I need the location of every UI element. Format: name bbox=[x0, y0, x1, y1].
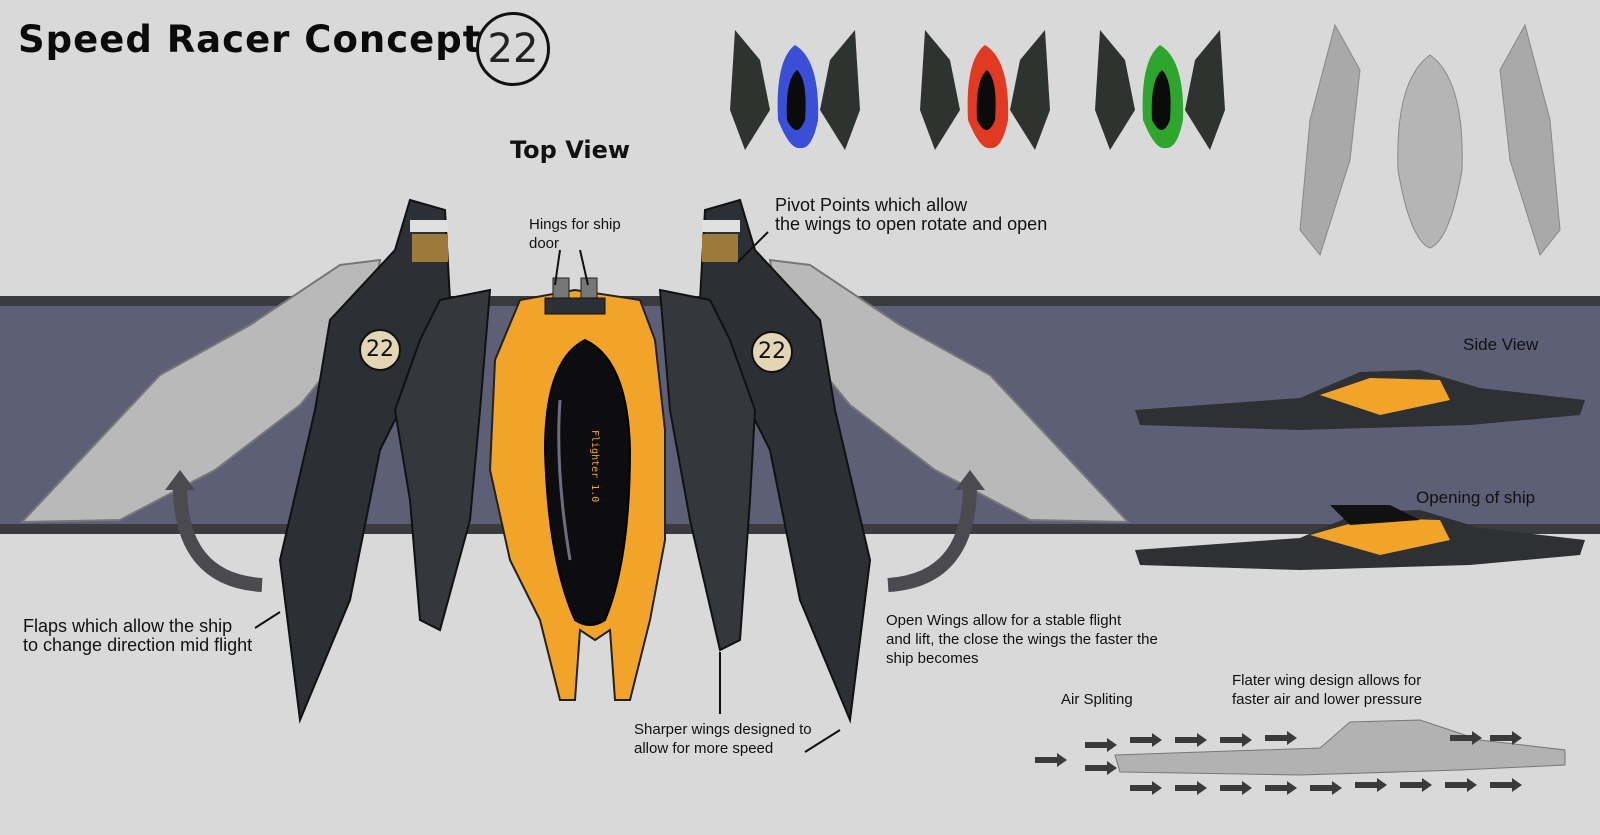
flaps-leader bbox=[254, 611, 281, 629]
air-flow-arrow bbox=[1355, 778, 1387, 792]
hinge-leader-left bbox=[554, 249, 561, 286]
opening-heading: Opening of ship bbox=[1416, 488, 1536, 507]
air-flow-arrow bbox=[1220, 781, 1252, 795]
air-flow-arrow bbox=[1490, 731, 1522, 745]
air-flow-arrow bbox=[1220, 733, 1252, 747]
air-flow-arrow bbox=[1175, 733, 1207, 747]
air-flow-arrow bbox=[1130, 781, 1162, 795]
air-flow-arrow bbox=[1450, 731, 1482, 745]
right-wing-tip-stripe bbox=[702, 220, 740, 232]
left-decal-number: 22 bbox=[366, 337, 394, 362]
top-view-heading: Top View bbox=[510, 136, 631, 164]
left-wing-tip-gold bbox=[412, 234, 448, 262]
right-decal-number: 22 bbox=[758, 339, 786, 364]
wireframe-ship bbox=[1299, 23, 1561, 257]
variant-blue-ship bbox=[730, 30, 860, 150]
variant-green-ship bbox=[1095, 30, 1225, 150]
band-top-edge bbox=[0, 296, 1600, 306]
band-bottom-edge bbox=[0, 524, 1600, 534]
sharper-wings-annotation: Sharper wings designed to allow for more… bbox=[634, 721, 812, 757]
side-view-heading: Side View bbox=[1463, 335, 1539, 354]
hinges-annotation: Hings for ship door bbox=[529, 216, 621, 252]
left-wing-tip-stripe bbox=[410, 220, 448, 232]
air-flow-arrow bbox=[1130, 733, 1162, 747]
air-flow-arrow bbox=[1175, 781, 1207, 795]
right-wing-tip-gold bbox=[702, 234, 738, 262]
number-badge: 22 bbox=[476, 12, 550, 86]
variant-red-ship bbox=[920, 30, 1050, 150]
air-flow-arrow bbox=[1310, 781, 1342, 795]
page-title: Speed Racer Concept bbox=[18, 18, 482, 61]
air-flow-arrow bbox=[1265, 781, 1297, 795]
air-flow-arrow bbox=[1490, 778, 1522, 792]
air-flow-arrow bbox=[1085, 761, 1117, 775]
pivot-leader bbox=[737, 231, 769, 263]
hinge-leader-right bbox=[579, 249, 589, 286]
air-flow-arrow bbox=[1445, 778, 1477, 792]
flaps-annotation: Flaps which allow the ship to change dir… bbox=[23, 616, 253, 655]
air-splitting-label: Air Spliting bbox=[1061, 691, 1133, 708]
air-flow-arrow bbox=[1085, 738, 1117, 752]
flater-wing-annotation: Flater wing design allows for faster air… bbox=[1232, 672, 1423, 708]
open-wings-annotation: Open Wings allow for a stable flight and… bbox=[886, 612, 1158, 667]
background-band bbox=[0, 306, 1600, 524]
air-flow-arrow bbox=[1035, 753, 1067, 767]
ship-side-label: Flighter 1.0 bbox=[589, 430, 600, 503]
pivot-annotation: Pivot Points which allow the wings to op… bbox=[775, 195, 1048, 234]
air-flow-arrow bbox=[1265, 731, 1297, 745]
air-splitting-ship bbox=[1114, 719, 1566, 776]
air-flow-arrow bbox=[1400, 778, 1432, 792]
